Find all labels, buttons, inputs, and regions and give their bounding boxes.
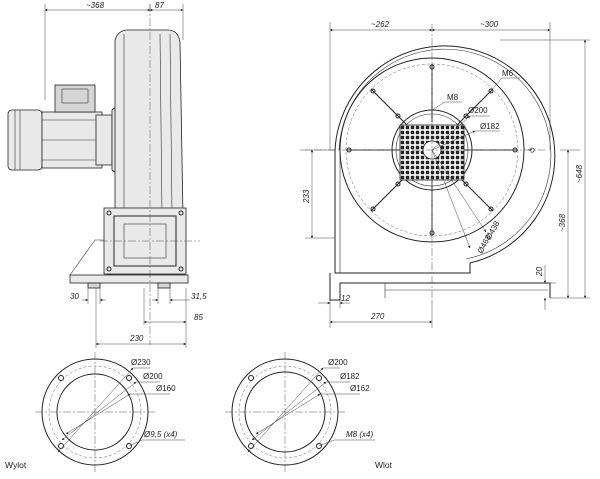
label-inlet-d200: Ø200: [328, 358, 348, 367]
motor: [7, 84, 126, 181]
dim-base-plate: 20: [535, 267, 544, 277]
label-outlet-d230: Ø230: [131, 358, 151, 367]
label-inlet-d162: Ø162: [350, 384, 370, 393]
dim-height-overall: ~648: [575, 164, 584, 183]
dim-base-lug: 31,5: [191, 292, 207, 301]
dim-foot-length: 270: [370, 312, 385, 321]
label-d200: Ø200: [468, 106, 488, 115]
dim-base-length: 230: [129, 334, 144, 343]
dim-right-width: ~300: [480, 20, 499, 29]
outlet-flange-view: Ø230 Ø200 Ø160 Ø9,5 (x4) Wylot: [5, 352, 185, 472]
label-m6: M6: [502, 69, 514, 78]
front-base: [329, 273, 551, 301]
dim-width-inlet: 87: [155, 1, 164, 10]
volute-housing: [334, 45, 556, 274]
label-outlet-d200: Ø200: [143, 372, 163, 381]
dim-outlet-height: 233: [302, 189, 311, 204]
dim-height-axis: ~368: [558, 213, 567, 232]
caption-inlet: Wlot: [375, 460, 393, 470]
caption-outlet: Wylot: [5, 460, 27, 470]
front-view: ~262 ~300 ~648 ~368 20 233 12 270 M6: [300, 20, 590, 328]
dim-foot: 12: [341, 294, 350, 303]
label-outlet-d160: Ø160: [156, 384, 176, 393]
label-outlet-holes: Ø9,5 (x4): [143, 430, 178, 439]
dim-base-outer: 85: [194, 313, 203, 322]
label-d182: Ø182: [480, 122, 500, 131]
dim-base-offset: 30: [70, 292, 79, 301]
side-view: ~368 87 30 31,5 85 230: [7, 1, 207, 348]
label-inlet-holes: M8 (x4): [346, 430, 373, 439]
dim-left-width: ~262: [371, 20, 390, 29]
base-side: [69, 239, 189, 289]
inlet-flange-view: Ø200 Ø182 Ø162 M8 (x4) Wlot: [225, 352, 393, 472]
rotation-arrow: ⟲: [528, 146, 535, 155]
label-m8: M8: [447, 93, 459, 102]
label-inlet-d182: Ø182: [340, 372, 360, 381]
dim-width-overall: ~368: [86, 1, 105, 10]
